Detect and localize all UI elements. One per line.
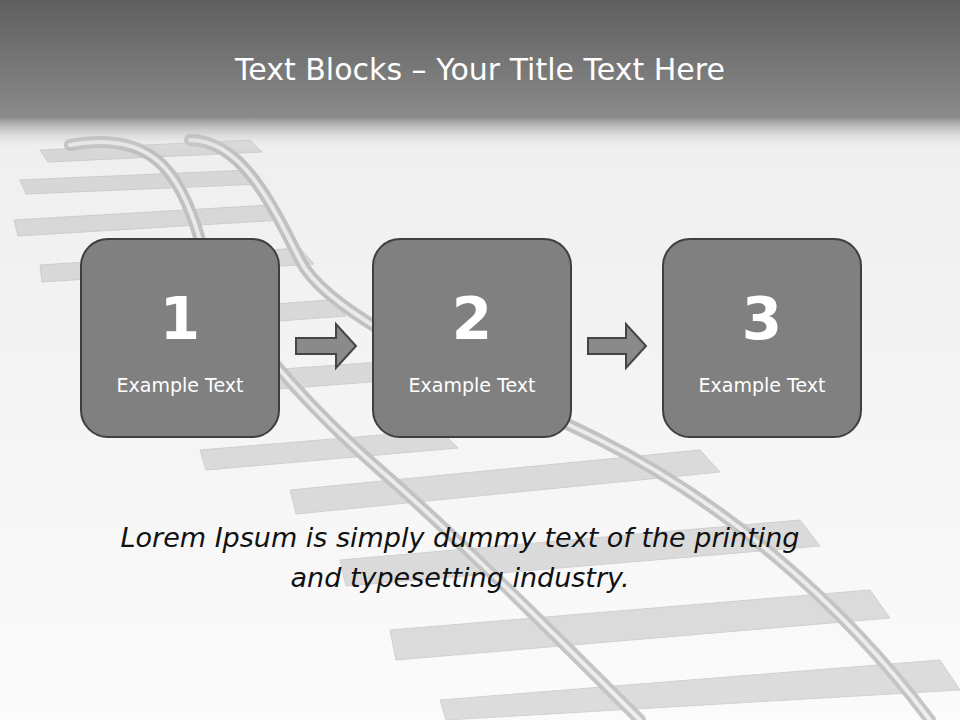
railway-track [14,140,960,720]
step-text: Example Text [409,374,536,397]
block-arrow [296,324,356,368]
title-band [0,0,960,150]
slide-caption: Lorem Ipsum is simply dummy text of the … [100,518,820,598]
step-text: Example Text [117,374,244,397]
step-box: 3Example Text [662,238,862,438]
step-box: 1Example Text [80,238,280,438]
step-text: Example Text [699,374,826,397]
step-number: 2 [452,288,492,352]
step-box: 2Example Text [372,238,572,438]
block-arrow [588,324,646,368]
step-number: 3 [742,288,782,352]
slide-title: Text Blocks – Your Title Text Here [0,52,960,87]
step-number: 1 [160,288,200,352]
